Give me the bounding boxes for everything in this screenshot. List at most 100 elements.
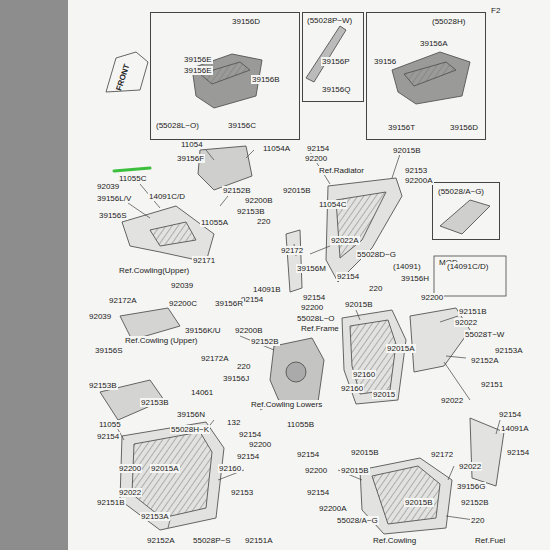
part-number: 92160 (218, 464, 242, 473)
part-number: 92154 (238, 430, 262, 439)
part-number: 39156 (373, 57, 397, 66)
reference-note: Ref.Frame (300, 324, 340, 333)
part-number: 92154 (506, 448, 530, 457)
part-number: 55028T~W (464, 330, 505, 339)
part-number: 39156S (98, 211, 128, 220)
part-number: 92160 (352, 370, 376, 379)
part-number: 92154 (336, 272, 360, 281)
part-number: 92151B (96, 498, 126, 507)
part-number: 11054A (262, 144, 291, 153)
part-number: 39156R (214, 299, 244, 308)
part-number: 39156L/V (96, 194, 132, 203)
part-number: 92172 (280, 246, 304, 255)
part-number: 92039 (96, 182, 120, 191)
part-number: 92015A (150, 464, 180, 473)
part-number: 92153B (88, 381, 118, 390)
part-number: 39156K/U (184, 326, 222, 335)
part-number: 14091C/D (148, 192, 186, 201)
part-number: 39156M (296, 264, 327, 273)
part-number: 11054 (180, 140, 204, 149)
part-number: 92154 (96, 432, 120, 441)
part-number: 92200 (304, 466, 328, 475)
part-number: 92154 (296, 450, 320, 459)
part-number: 39156B (251, 75, 281, 84)
part-number: 39156P (321, 57, 351, 66)
reference-note: Ref.Fuel (474, 536, 506, 545)
part-number: 92154 (306, 488, 330, 497)
reference-note: Ref.Cowling (Upper) (124, 336, 198, 345)
part-number: (55028H) (431, 17, 466, 26)
part-number: 220 (256, 217, 271, 226)
part-number: 92200A (404, 176, 434, 185)
part-number: 92152A (470, 356, 500, 365)
part-number: 11055A (200, 218, 229, 227)
part-number: 39156N (176, 410, 206, 419)
part-number: 55028H~K (170, 425, 210, 434)
part-number: 92015B (282, 186, 312, 195)
part-number: 92022A (330, 236, 360, 245)
inset-box: 39156D 39156E 39156E 39156B (55028L~O) 39156C (150, 12, 300, 140)
part-number: 39156E (183, 66, 213, 75)
part-number: 92172 (430, 450, 454, 459)
part-number: 55028D~G (356, 250, 397, 259)
part-number: 92171 (192, 256, 216, 265)
part-number: 39156E (183, 55, 213, 64)
part-number: 92153 (404, 166, 428, 175)
part-number: 220 (470, 516, 485, 525)
part-number: (55028P~W) (306, 16, 353, 25)
part-number: (14091C/D) (446, 262, 489, 271)
part-number: 11054C (318, 200, 347, 209)
part-number: 132 (226, 418, 241, 427)
part-number: 92151A (244, 536, 274, 545)
reference-note: Ref.Cowling Lowers (250, 400, 323, 409)
part-number: 14061 (190, 388, 214, 397)
part-number: 92015A (386, 344, 416, 353)
part-number: 92015 (372, 390, 396, 399)
part-number: 92039 (88, 312, 112, 321)
part-number: 92200 (248, 440, 272, 449)
reference-note: Ref.Cowling (372, 536, 417, 545)
part-number: 39156C (227, 121, 257, 130)
part-number: 55028/A~G (336, 516, 379, 525)
part-number: 92015B (392, 146, 422, 155)
part-number: 92200 (420, 293, 444, 302)
part-number: 220 (368, 284, 383, 293)
part-number: 92022 (118, 488, 142, 497)
part-number: 55028L~O (296, 314, 336, 323)
part-number: 39156J (222, 374, 250, 383)
part-number: 92154 (302, 293, 326, 302)
part-number: 11055 (98, 420, 122, 429)
part-number: 92153A (494, 346, 524, 355)
part-number: 14091B (252, 285, 282, 294)
part-number: 92160 (340, 384, 364, 393)
part-number: 92200 (300, 303, 324, 312)
part-number: 92015B (350, 448, 380, 457)
part-number: 92153 (230, 488, 254, 497)
part-number: 92151 (480, 380, 504, 389)
part-number: 92152A (146, 536, 176, 545)
part-number: 39156H (400, 274, 430, 283)
part-number: 92151B (458, 307, 488, 316)
part-number: 92172A (108, 296, 138, 305)
part-number: 92015B (344, 300, 374, 309)
part-number: 92153B (236, 207, 266, 216)
part-number: 92154 (306, 144, 330, 153)
part-number: 92152B (250, 337, 280, 346)
part-number: 39156D (231, 17, 261, 26)
part-number: 92172A (200, 354, 230, 363)
part-number: 11055C (118, 174, 147, 183)
part-number: 39156G (456, 482, 486, 491)
part-number: 92200C (168, 299, 198, 308)
part-number: 92200 (118, 464, 142, 473)
part-number: 39156A (419, 39, 449, 48)
part-number: 92022 (458, 462, 482, 471)
part-number: 39156T (387, 123, 416, 132)
part-number: (55028L~O) (155, 121, 200, 130)
part-number: 92200 (304, 154, 328, 163)
part-number: 39156Q (321, 85, 351, 94)
part-number: 92152B (222, 186, 252, 195)
part-number: 92200B (244, 196, 274, 205)
part-number: 92200B (234, 326, 264, 335)
inset-box: (55028/A~G) (432, 182, 500, 240)
